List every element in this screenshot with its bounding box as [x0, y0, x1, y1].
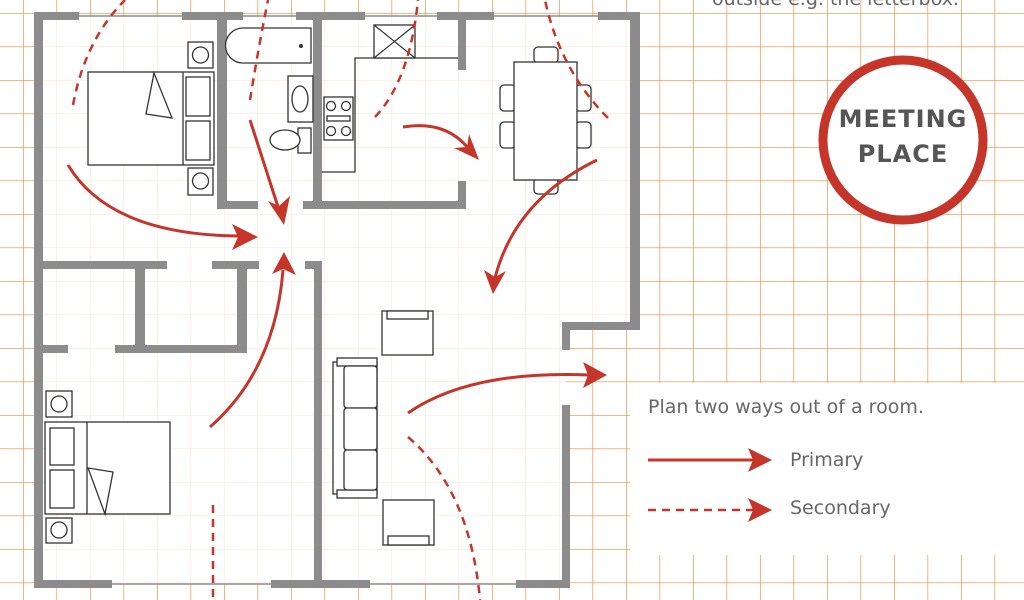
- sink-icon: [287, 75, 314, 123]
- bathtub-icon: [224, 27, 312, 64]
- legend-title: Plan two ways out of a room.: [648, 396, 924, 418]
- sofa-icon: [332, 357, 378, 499]
- legend-secondary-line: [648, 498, 772, 522]
- armchair-icon: [381, 310, 435, 546]
- legend-primary-label: Primary: [790, 449, 864, 471]
- walls: [34, 12, 640, 588]
- dining-table-icon: [499, 46, 592, 195]
- nightstand-icon: [45, 390, 73, 544]
- stove-icon: [323, 96, 354, 141]
- meeting-place-circle: [818, 55, 988, 225]
- legend-primary-line: [648, 448, 772, 472]
- legend-box: [630, 383, 1024, 555]
- meeting-place-label-line2: PLACE: [857, 140, 949, 168]
- bed-icon: [44, 421, 171, 517]
- meeting-place-label-line1: MEETING: [838, 105, 968, 133]
- secondary-escape-routes: [71, 0, 609, 600]
- primary-escape-routes: [66, 119, 607, 429]
- bed-icon: [87, 70, 215, 166]
- legend-secondary-label: Secondary: [790, 497, 891, 519]
- nightstand-icon: [187, 41, 214, 196]
- top-note: outside e.g. the letterbox.: [712, 0, 959, 10]
- toilet-icon: [269, 127, 312, 154]
